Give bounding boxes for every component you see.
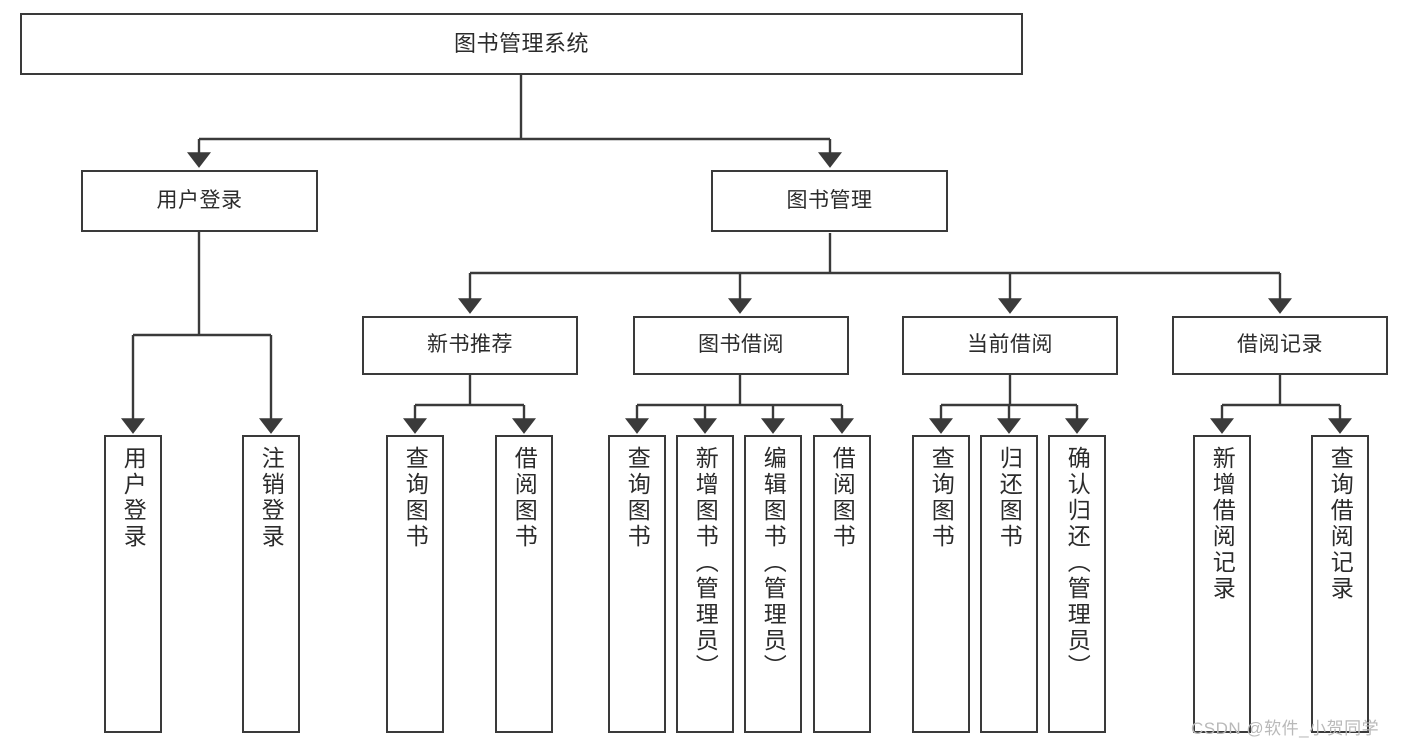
leaf-add-borrow-record[interactable]: 新增借阅记录	[1193, 435, 1251, 733]
leaf-query-borrow-record[interactable]: 查询借阅记录	[1311, 435, 1369, 733]
node-label: 确认归还（管理员）	[1064, 446, 1091, 680]
node-label: 新增图书（管理员）	[692, 446, 719, 680]
node-label: 注销登录	[258, 446, 285, 550]
leaf-return-book[interactable]: 归还图书	[980, 435, 1038, 733]
leaf-user-login[interactable]: 用户登录	[104, 435, 162, 733]
node-label: 新增借阅记录	[1209, 446, 1236, 602]
node-label: 当前借阅	[967, 333, 1053, 357]
node-label: 图书管理	[786, 188, 873, 212]
leaf-query-book[interactable]: 查询图书	[608, 435, 666, 733]
node-label: 图书借阅	[698, 333, 784, 357]
node-label: 用户登录	[156, 188, 243, 212]
leaf-add-book-admin[interactable]: 新增图书（管理员）	[676, 435, 734, 733]
leaf-borrow-book[interactable]: 借阅图书	[813, 435, 871, 733]
node-label: 图书管理系统	[453, 31, 589, 57]
node-label: 借阅图书	[511, 446, 538, 550]
csdn-watermark: CSDN @软件_小贺同学	[1191, 719, 1380, 738]
leaf-logout[interactable]: 注销登录	[242, 435, 300, 733]
node-borrow-record[interactable]: 借阅记录	[1172, 316, 1388, 375]
node-book-management[interactable]: 图书管理	[711, 170, 948, 232]
node-book-borrow[interactable]: 图书借阅	[633, 316, 849, 375]
node-label: 借阅记录	[1237, 333, 1323, 357]
node-label: 借阅图书	[829, 446, 856, 550]
node-user-login[interactable]: 用户登录	[81, 170, 318, 232]
node-current-borrow[interactable]: 当前借阅	[902, 316, 1118, 375]
node-label: 查询图书	[928, 446, 955, 550]
node-label: 查询借阅记录	[1327, 446, 1354, 602]
node-root-system[interactable]: 图书管理系统	[20, 13, 1023, 75]
leaf-borrow-book-recommend[interactable]: 借阅图书	[495, 435, 553, 733]
leaf-edit-book-admin[interactable]: 编辑图书（管理员）	[744, 435, 802, 733]
node-label: 查询图书	[402, 446, 429, 550]
node-label: 新书推荐	[427, 333, 513, 357]
leaf-query-book-recommend[interactable]: 查询图书	[386, 435, 444, 733]
node-new-book-recommend[interactable]: 新书推荐	[362, 316, 578, 375]
node-label: 归还图书	[996, 446, 1023, 550]
node-label: 编辑图书（管理员）	[760, 446, 787, 680]
leaf-confirm-return-admin[interactable]: 确认归还（管理员）	[1048, 435, 1106, 733]
leaf-query-book-current[interactable]: 查询图书	[912, 435, 970, 733]
node-label: 查询图书	[624, 446, 651, 550]
node-label: 用户登录	[120, 446, 147, 550]
